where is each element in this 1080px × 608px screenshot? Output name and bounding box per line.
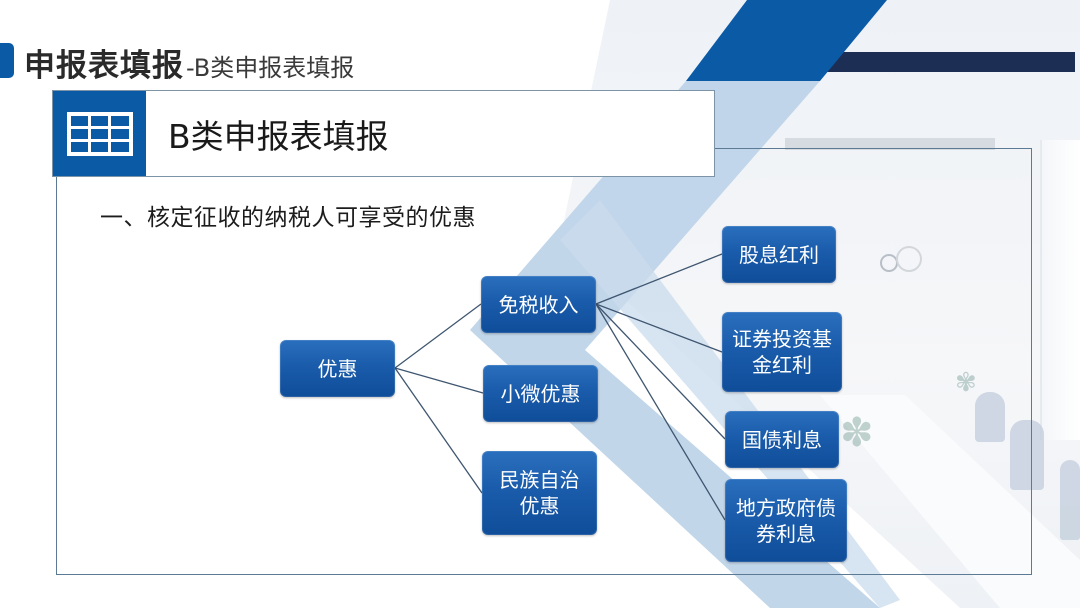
node-label: 小微优惠 [500, 381, 581, 406]
node-guxi-hongli[interactable]: 股息红利 [722, 226, 836, 283]
header-icon-block [53, 91, 146, 176]
title-accent-bar [0, 43, 14, 78]
node-label: 证券投资基金红利 [732, 327, 832, 377]
node-label: 地方政府债券利息 [736, 495, 836, 546]
section-subtitle: 一、核定征收的纳税人可享受的优惠 [100, 205, 476, 231]
background-plant-icon: ✾ [955, 368, 977, 398]
background-wall-decor [880, 246, 922, 276]
node-label: 国债利息 [742, 427, 822, 452]
background-ceiling-light [813, 52, 1075, 72]
page-title-sub: -B类申报表填报 [186, 54, 355, 82]
node-mianshui-shouru[interactable]: 免税收入 [481, 276, 596, 333]
background-chair [1060, 460, 1080, 540]
section-header-title: B类申报表填报 [168, 116, 389, 156]
node-label: 免税收入 [498, 292, 579, 317]
node-xiaowei-youhui[interactable]: 小微优惠 [483, 365, 598, 422]
section-header: B类申报表填报 [52, 90, 715, 177]
table-grid-icon [66, 111, 133, 156]
node-label: 优惠 [317, 356, 358, 381]
page-title-main: 申报表填报 [24, 48, 184, 84]
background-chair [1010, 420, 1044, 490]
background-window [1040, 140, 1080, 440]
node-minzu-zizhi-youhui[interactable]: 民族自治优惠 [482, 451, 597, 535]
page-title: 申报表填报 -B类申报表填报 [24, 40, 355, 84]
background-light-fixture [785, 138, 995, 150]
node-label: 股息红利 [739, 242, 819, 267]
node-label: 民族自治优惠 [499, 468, 580, 518]
node-zhengquan-touzi-jijin-hongli[interactable]: 证券投资基金红利 [722, 312, 842, 392]
node-youhui[interactable]: 优惠 [280, 340, 395, 397]
node-guozhai-lixi[interactable]: 国债利息 [725, 411, 839, 468]
background-chair [975, 392, 1005, 442]
background-plant-icon: ✽ [840, 410, 874, 456]
node-difang-zhengfu-zhaiquan-lixi[interactable]: 地方政府债券利息 [725, 479, 847, 562]
